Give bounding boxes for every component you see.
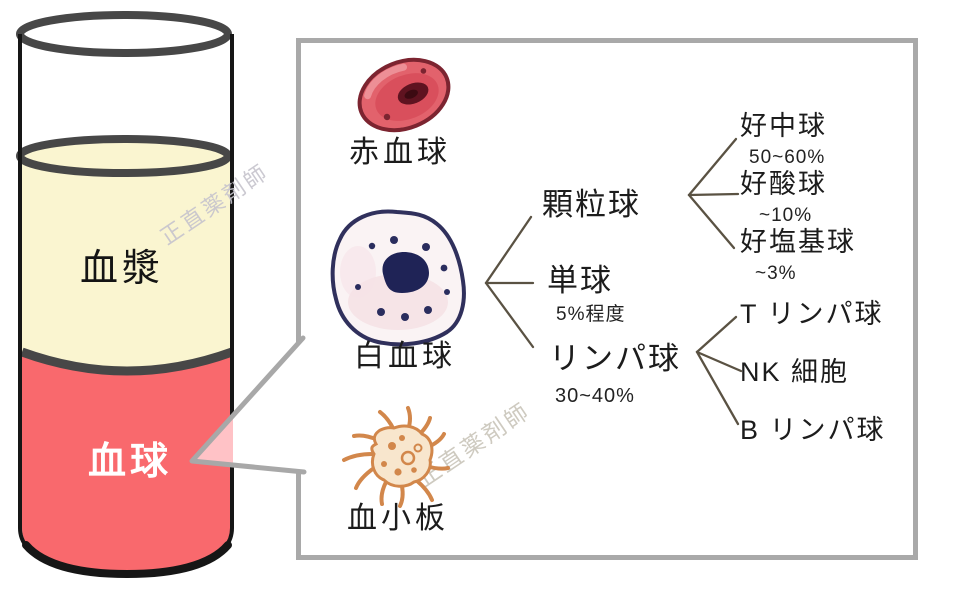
tube-bottom-outline bbox=[22, 541, 232, 579]
lymphocyte-branch-lines bbox=[695, 315, 743, 426]
red-blood-cell-label: 赤血球 bbox=[349, 136, 451, 169]
eosinophil-label: 好酸球 bbox=[740, 169, 827, 199]
neutrophil-label: 好中球 bbox=[740, 111, 827, 141]
basophil-percent: ~3% bbox=[755, 263, 797, 284]
b-lymphocyte-label: B リンパ球 bbox=[740, 415, 886, 445]
white-blood-cell-label: 白血球 bbox=[354, 340, 456, 373]
callout-pointer-outline bbox=[189, 335, 307, 475]
white-blood-cell-icon bbox=[330, 209, 466, 347]
granulocyte-label: 顆粒球 bbox=[542, 187, 641, 222]
wbc-branch-lines bbox=[484, 215, 535, 349]
blood-cells-label: 血球 bbox=[88, 441, 172, 483]
nk-cell-label: NK 細胞 bbox=[740, 357, 850, 387]
red-blood-cell-icon bbox=[357, 57, 451, 133]
platelet-icon bbox=[342, 406, 450, 508]
eosinophil-percent: ~10% bbox=[759, 205, 813, 226]
monocyte-label: 単球 bbox=[547, 263, 613, 298]
monocyte-percent: 5%程度 bbox=[556, 304, 626, 325]
plasma-section bbox=[20, 156, 232, 372]
t-lymphocyte-label: T リンパ球 bbox=[740, 299, 884, 329]
test-tube-illustration: 血漿 血球 bbox=[16, 11, 234, 579]
platelet-label: 血小板 bbox=[347, 502, 449, 535]
lymphocyte-percent: 30~40% bbox=[555, 385, 635, 407]
neutrophil-percent: 50~60% bbox=[749, 147, 826, 168]
blood-cells-section bbox=[22, 355, 232, 572]
basophil-label: 好塩基球 bbox=[740, 227, 856, 257]
granulocyte-branch-lines bbox=[687, 137, 740, 250]
lymphocyte-label: リンパ球 bbox=[549, 341, 681, 376]
plasma-label: 血漿 bbox=[80, 248, 164, 290]
plasma-cells-boundary bbox=[20, 347, 234, 376]
